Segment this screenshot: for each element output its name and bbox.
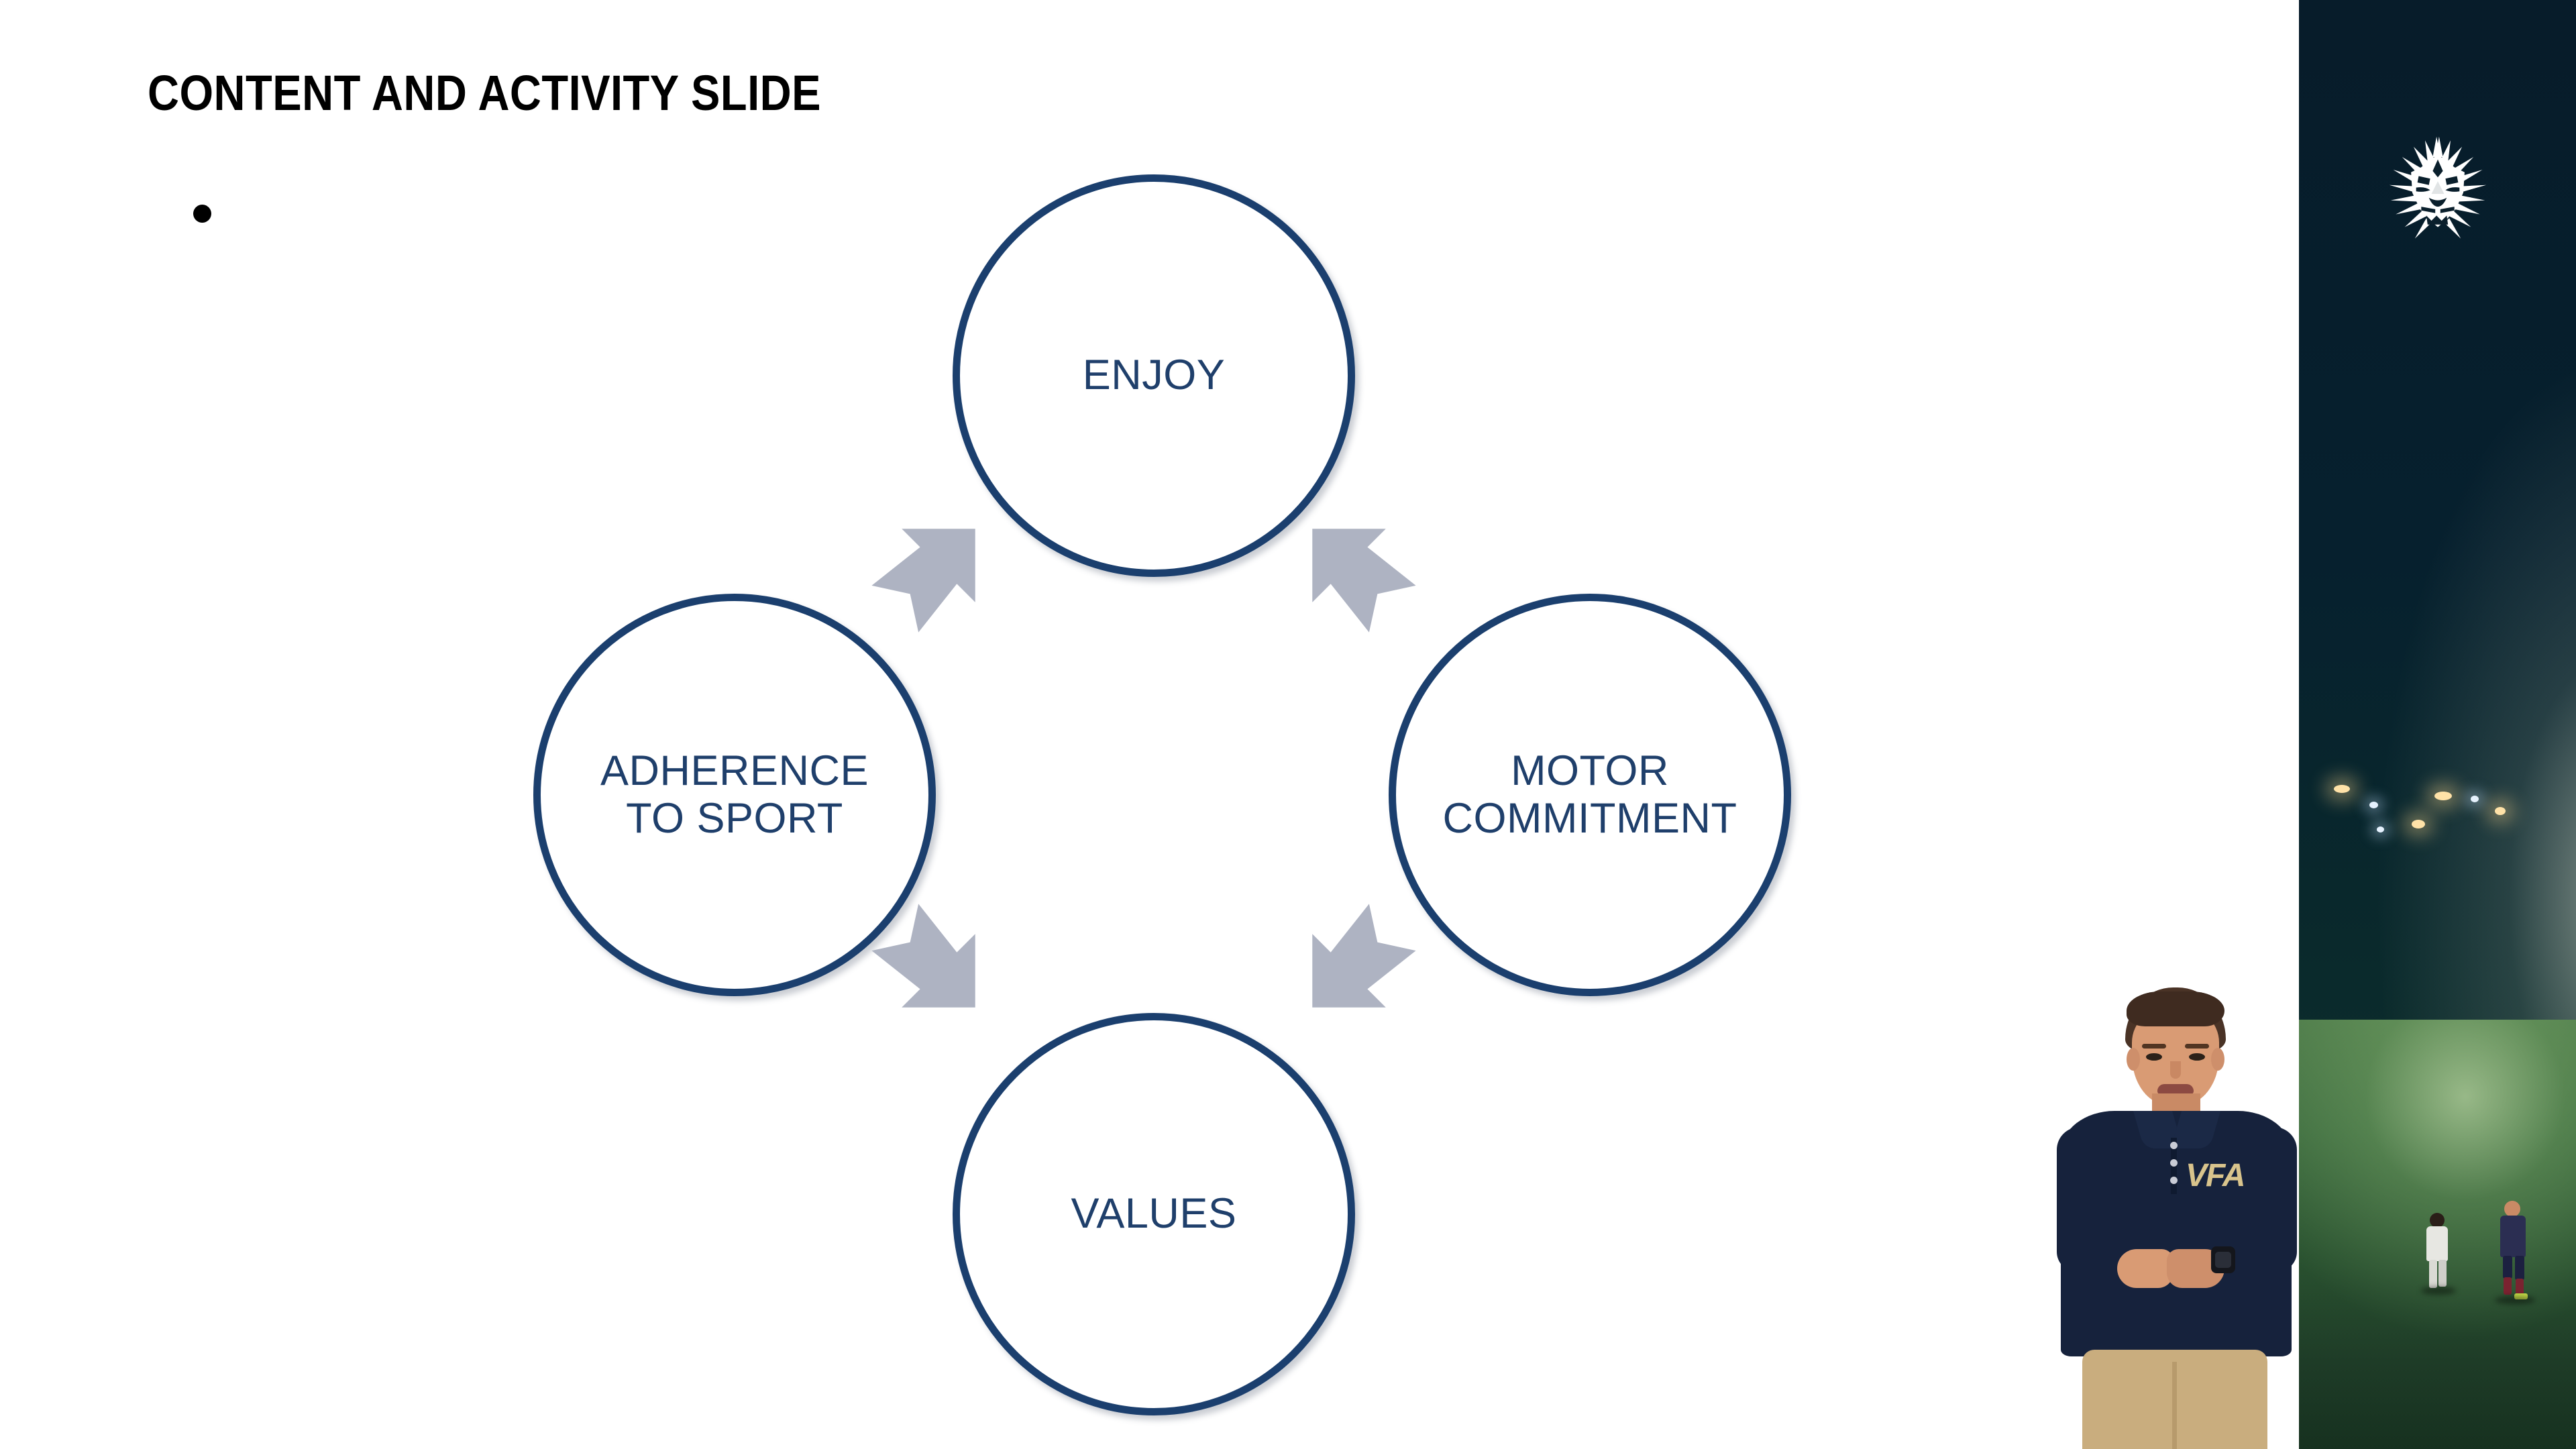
cycle-node-adherence-to-sport-label: ADHERENCE TO SPORT: [600, 747, 869, 842]
stadium-light: [2334, 785, 2350, 793]
presenter-shirt-button: [2170, 1142, 2178, 1149]
video-background-strip: [2299, 0, 2576, 1449]
presenter-fringe: [2127, 991, 2224, 1026]
presenter-eye-left: [2146, 1053, 2162, 1061]
list-item[interactable]: [180, 188, 224, 235]
lion-head-logo-icon: [2374, 131, 2502, 259]
presenter-video-overlay: VFA: [2053, 986, 2301, 1449]
cycle-node-motor-commitment-label: MOTOR COMMITMENT: [1442, 747, 1737, 842]
arrow-up-right-icon: [1269, 884, 1436, 1051]
presenter-ear-left: [2127, 1048, 2140, 1071]
cycle-node-values[interactable]: VALUES: [953, 1013, 1355, 1415]
presenter-shirt-button: [2170, 1159, 2178, 1167]
cycle-node-values-label: VALUES: [1071, 1190, 1237, 1238]
player-dark: [2495, 1201, 2535, 1304]
player-white: [2421, 1213, 2456, 1295]
stadium-light: [2412, 820, 2425, 828]
presenter-hand-left: [2117, 1249, 2174, 1288]
presenter-eye-right: [2189, 1053, 2205, 1061]
presenter-nose: [2170, 1061, 2181, 1079]
presenter-shirt-button: [2170, 1177, 2178, 1184]
stadium-light: [2495, 807, 2506, 815]
stadium-light: [2377, 826, 2384, 833]
stadium-light: [2369, 802, 2378, 808]
stadium-light: [2471, 796, 2479, 802]
arrow-up-left-icon-2: [852, 884, 1019, 1051]
cycle-node-enjoy[interactable]: ENJOY: [953, 174, 1355, 577]
arrow-up-left-icon: [852, 486, 1019, 653]
presenter-ear-right: [2211, 1048, 2224, 1071]
stadium-light: [2434, 792, 2452, 800]
cycle-diagram: ENJOY MOTOR COMMITMENT VALUES ADHERENCE …: [523, 154, 1791, 1422]
presenter-brow-right: [2185, 1044, 2209, 1049]
cycle-node-adherence-to-sport[interactable]: ADHERENCE TO SPORT: [533, 594, 936, 996]
presenter-trouser-seam: [2172, 1362, 2177, 1449]
presenter-mouth: [2157, 1084, 2194, 1095]
arrow-down-right-icon: [1269, 486, 1436, 653]
presenter-watch-face: [2215, 1252, 2231, 1268]
bullet-list: [180, 188, 224, 235]
cycle-node-enjoy-label: ENJOY: [1082, 352, 1226, 399]
presenter-shirt-logo: VFA: [2186, 1158, 2245, 1193]
cycle-node-motor-commitment[interactable]: MOTOR COMMITMENT: [1389, 594, 1791, 996]
presenter-brow-left: [2142, 1044, 2166, 1049]
page-title: CONTENT AND ACTIVITY SLIDE: [148, 65, 821, 121]
